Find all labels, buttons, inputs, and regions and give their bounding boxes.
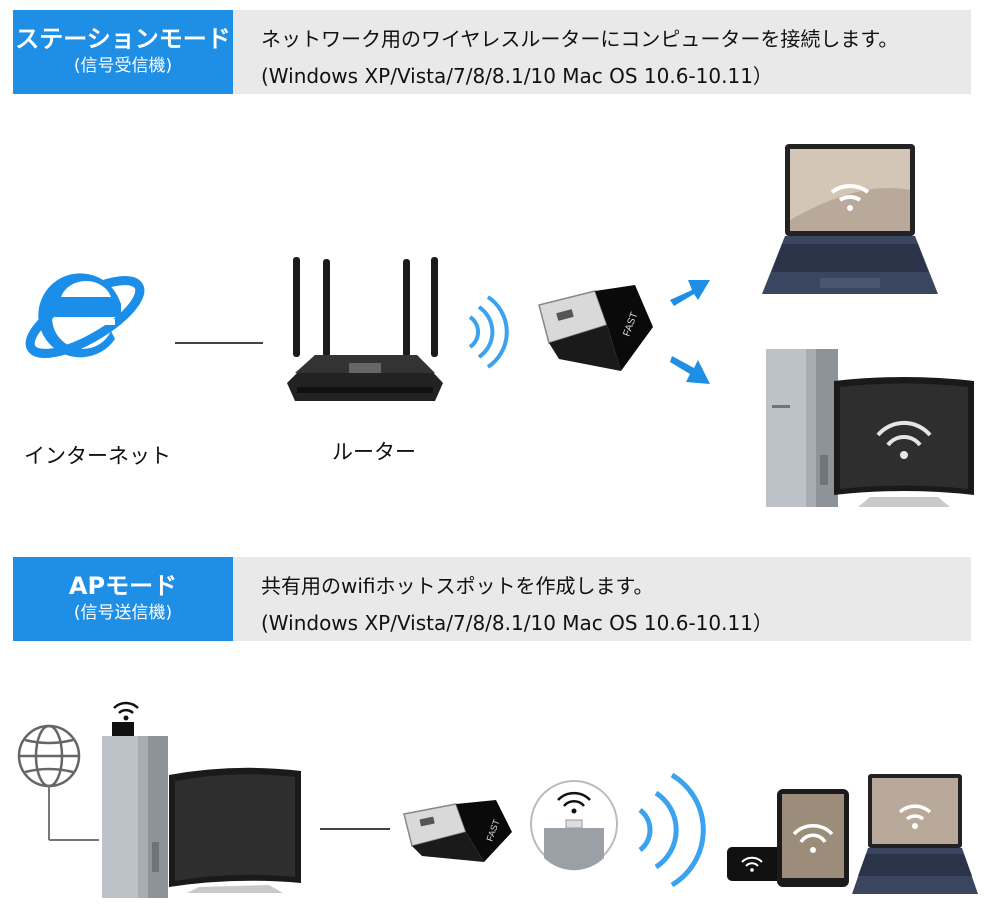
station-mode-badge: ステーションモード (信号受信機)	[13, 10, 233, 94]
usb-adapter-icon: FAST	[403, 800, 512, 862]
station-mode-desc-line1: ネットワーク用のワイヤレスルーターにコンピューターを接続します。	[261, 27, 899, 51]
desktop-pc-icon	[766, 349, 838, 507]
ap-mode-badge: APモード (信号送信機)	[13, 557, 233, 641]
station-mode-title: ステーションモード	[15, 25, 231, 53]
wifi-signal-icon	[113, 701, 139, 721]
monitor-icon	[834, 377, 974, 507]
ap-mode-desc-line1: 共有用のwifiホットスポットを作成します。	[261, 574, 654, 598]
wifi-signal-icon	[638, 772, 706, 888]
station-mode-subtitle: (信号受信機)	[73, 56, 173, 76]
tablet-icon	[777, 789, 849, 887]
adapter-zoom-icon	[530, 780, 618, 871]
ap-mode-title: APモード	[68, 572, 178, 600]
arrow-icon	[670, 280, 710, 306]
router-icon	[287, 257, 443, 401]
station-mode-desc-line2: (Windows XP/Vista/7/8/8.1/10 Mac OS 10.6…	[261, 64, 773, 88]
ap-mode-desc-line2: (Windows XP/Vista/7/8/8.1/10 Mac OS 10.6…	[261, 611, 773, 635]
laptop-icon	[852, 774, 978, 894]
router-label: ルーター	[332, 440, 416, 464]
monitor-icon	[169, 767, 301, 893]
phone-icon	[727, 847, 783, 881]
laptop-icon	[762, 144, 938, 294]
usb-adapter-icon: FAST	[538, 285, 653, 371]
station-mode-description: ネットワーク用のワイヤレスルーターにコンピューターを接続します。 (Window…	[233, 10, 971, 94]
arrow-icon	[670, 356, 710, 384]
connection-line	[175, 342, 263, 344]
wifi-signal-icon	[468, 295, 509, 369]
desktop-pc-icon	[102, 722, 168, 898]
ap-mode-subtitle: (信号送信機)	[73, 603, 173, 623]
internet-label: インターネット	[24, 444, 171, 468]
internet-explorer-icon	[25, 273, 145, 358]
connection-line	[320, 828, 390, 830]
globe-icon	[17, 724, 99, 841]
ap-mode-description: 共有用のwifiホットスポットを作成します。 (Windows XP/Vista…	[233, 557, 971, 641]
